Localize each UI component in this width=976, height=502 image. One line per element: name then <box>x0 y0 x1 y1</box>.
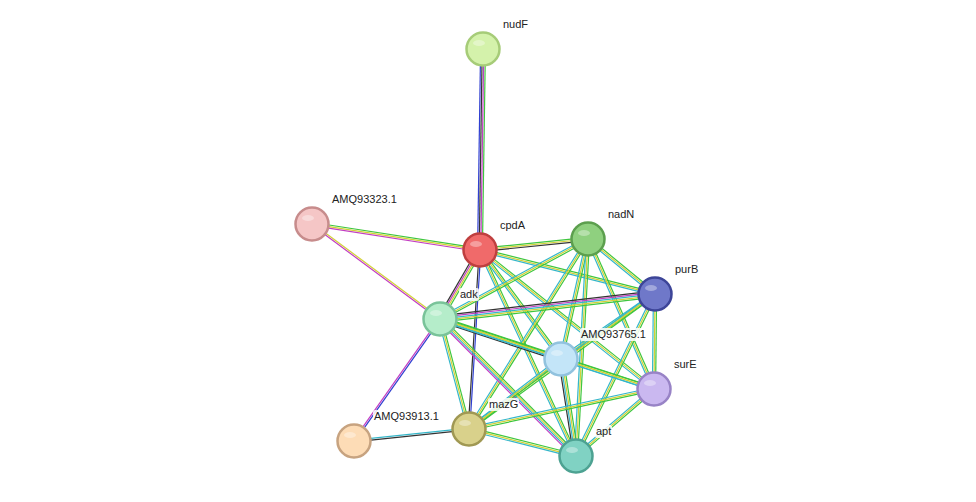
interaction-edge <box>600 249 643 285</box>
edge-strand <box>655 311 657 372</box>
protein-node: nadN <box>570 221 606 257</box>
protein-node: AMQ93765.1 <box>543 341 579 377</box>
node-label: surE <box>673 358 698 371</box>
edge-strand <box>578 363 639 383</box>
protein-node: nudF <box>465 31 501 67</box>
edge-strand <box>457 293 638 314</box>
node-circle <box>451 411 487 447</box>
edge-strand <box>486 394 638 427</box>
edge-strand <box>485 435 559 454</box>
edge-strand <box>329 228 463 249</box>
edge-strand <box>478 66 480 233</box>
node-circle <box>465 31 501 67</box>
interaction-edge <box>497 239 572 250</box>
node-label: nudF <box>502 18 529 31</box>
edge-strand <box>457 296 638 317</box>
interaction-edge <box>653 311 657 372</box>
edge-strand <box>590 401 642 446</box>
edge-strand <box>329 225 463 246</box>
edge-strand <box>595 255 647 374</box>
edge-strand <box>325 235 426 310</box>
protein-node: adk <box>422 301 458 337</box>
interaction-edge <box>588 399 642 446</box>
edge-strand <box>589 400 641 445</box>
edge-strand <box>596 254 648 373</box>
node-label: nadN <box>607 208 635 221</box>
interaction-edge <box>485 391 637 427</box>
node-circle <box>636 371 672 407</box>
protein-node: AMQ93913.1 <box>336 423 372 459</box>
edge-strand <box>593 255 645 374</box>
node-circle <box>570 221 606 257</box>
protein-node: surE <box>636 371 672 407</box>
interaction-edge <box>325 233 427 309</box>
edge-strand <box>577 364 638 384</box>
edge-strand <box>444 335 464 412</box>
edge-strand <box>483 369 548 418</box>
interaction-edge <box>482 303 642 421</box>
edge-strand <box>577 366 638 386</box>
node-label: apt <box>595 425 612 438</box>
node-label: cpdA <box>499 219 526 232</box>
edge-strand <box>443 336 463 413</box>
interaction-edge <box>478 66 485 233</box>
interaction-edge <box>485 432 560 454</box>
interaction-edge <box>457 293 639 320</box>
node-label: purB <box>674 263 699 276</box>
node-label: AMQ93913.1 <box>373 410 440 423</box>
node-circle <box>558 438 594 474</box>
edge-strand <box>450 333 562 446</box>
edge-strand <box>371 432 452 440</box>
edge-strand <box>588 399 640 444</box>
edge-strand <box>485 433 559 452</box>
edge-strand <box>371 430 452 438</box>
edge-strand <box>489 265 571 440</box>
protein-node: purB <box>637 276 673 312</box>
edge-strand <box>482 368 547 417</box>
edge-strand <box>486 393 638 426</box>
edge-strand <box>457 294 638 315</box>
edge-strand <box>482 303 640 418</box>
edge-strand <box>483 304 641 419</box>
node-label: adk <box>459 288 479 301</box>
node-circle <box>294 206 330 242</box>
edge-strand <box>457 298 638 319</box>
node-circle <box>637 276 673 312</box>
edge-strand <box>446 335 466 412</box>
node-label: AMQ93765.1 <box>580 328 647 341</box>
edge-strand <box>654 311 656 372</box>
edge-strand <box>457 299 638 320</box>
interaction-edge <box>593 254 648 374</box>
edge-strand <box>602 249 643 282</box>
edge-strand <box>652 311 654 372</box>
interaction-edge <box>329 225 464 249</box>
node-circle <box>336 423 372 459</box>
edge-strand <box>497 241 571 249</box>
protein-node: AMQ93323.1 <box>294 206 330 242</box>
node-label: mazG <box>488 398 519 411</box>
edge-strand <box>329 227 463 248</box>
interaction-edge <box>443 335 466 413</box>
protein-node: apt <box>558 438 594 474</box>
protein-node: mazG <box>451 411 487 447</box>
interaction-edge <box>371 430 452 440</box>
node-circle <box>422 301 458 337</box>
node-circle <box>543 341 579 377</box>
node-label: AMQ93323.1 <box>331 193 398 206</box>
node-circle <box>462 232 498 268</box>
edge-strand <box>497 242 571 250</box>
interaction-edge <box>577 363 639 386</box>
protein-node: cpdA <box>462 232 498 268</box>
edge-strand <box>326 233 427 308</box>
edge-strand <box>486 432 560 451</box>
edge-strand <box>485 391 637 424</box>
edge-strand <box>484 305 642 420</box>
